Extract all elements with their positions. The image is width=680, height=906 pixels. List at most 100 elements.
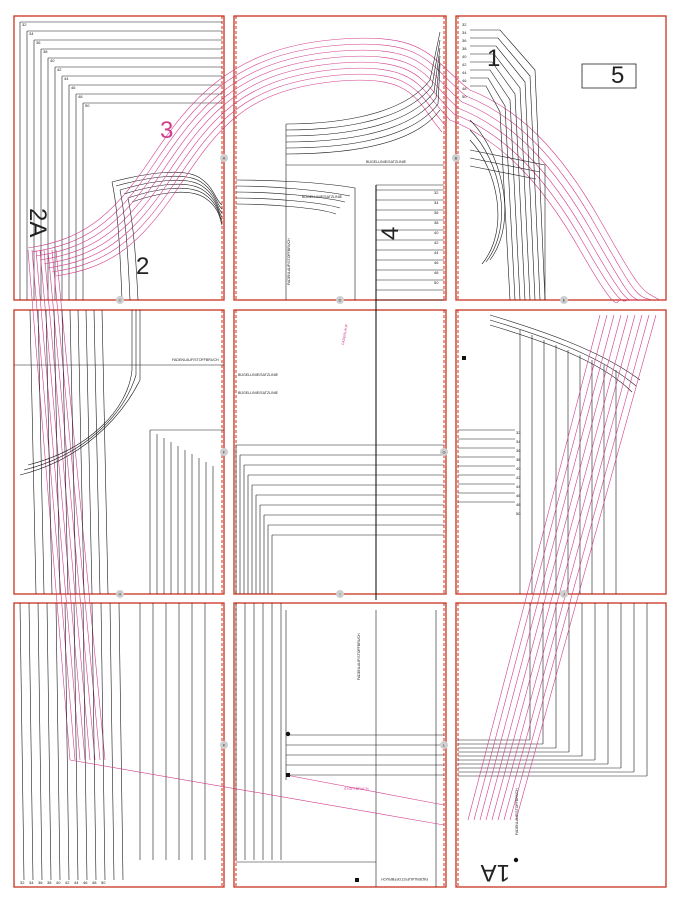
- size-label: 38: [47, 880, 52, 885]
- label-buegel-1: BÜGELLINIE/SATZLINIE: [366, 160, 407, 164]
- panel-letter: A: [223, 156, 226, 161]
- grade-line: [64, 602, 70, 881]
- piece-3-edge: [47, 249, 96, 761]
- grade-line: [54, 66, 222, 300]
- size-label: 34: [29, 31, 34, 36]
- panel-letter: L: [443, 743, 446, 748]
- piece-3-edge: [27, 249, 71, 761]
- panel-letter: F: [223, 450, 226, 455]
- size-label: 44: [64, 76, 69, 81]
- piece-number-3: 3: [160, 117, 173, 144]
- size-label: 46: [516, 493, 521, 498]
- size-label: 38: [462, 46, 467, 51]
- size-label: 40: [50, 58, 55, 63]
- size-label: 48: [434, 270, 439, 275]
- size-label: 34: [516, 439, 521, 444]
- piece-3-edge: [31, 249, 76, 761]
- grade-line: [19, 21, 222, 300]
- piece-1-lines: [469, 29, 546, 301]
- size-label: 32: [516, 430, 521, 435]
- piece-3-edge: [43, 249, 91, 761]
- panel-marker: [440, 448, 448, 456]
- piece-1A-edge: [467, 314, 601, 821]
- size-label: 44: [74, 880, 79, 885]
- piece-1A-edge: [473, 314, 608, 821]
- panel-letter: E: [563, 298, 566, 303]
- piece-number-1: 1: [487, 45, 500, 72]
- panel-2-2: [233, 309, 447, 595]
- size-label: 46: [83, 880, 88, 885]
- size-label: 40: [462, 54, 467, 59]
- grade-line: [46, 602, 52, 881]
- size-label: 48: [78, 94, 83, 99]
- size-label: 34: [434, 200, 439, 205]
- panel-marker: [220, 741, 228, 749]
- label-fadenlauf-4: FADENLAUF/STOFFBRUCH: [515, 788, 519, 835]
- match-square: [286, 773, 290, 777]
- label-buegel-4: BÜGELLINIE/SATZLINIE: [238, 391, 279, 395]
- panel-marker: [116, 590, 124, 598]
- panel-letter: G: [442, 450, 445, 455]
- size-label: 42: [462, 62, 467, 67]
- label-fadenlauf-mag: FADENLAUF: [341, 323, 349, 345]
- piece-5-box: [581, 63, 637, 89]
- grade-line: [73, 602, 79, 881]
- size-label: 48: [462, 86, 467, 91]
- panel-marker: [220, 154, 228, 162]
- size-label: 44: [462, 70, 467, 75]
- grade-line: [75, 93, 222, 300]
- grade-line: [40, 48, 222, 300]
- grade-line: [61, 309, 69, 595]
- panel-1-2: [233, 15, 447, 301]
- size-label: 32: [434, 190, 439, 195]
- piece-4-ticks: [376, 189, 444, 301]
- size-label: 46: [434, 260, 439, 265]
- panel-3-1: [13, 602, 225, 888]
- panel-marker: [560, 296, 568, 304]
- piece-1-lower: [29, 309, 641, 595]
- size-label: 42: [434, 240, 439, 245]
- panel-letter: J: [563, 592, 565, 597]
- piece-1A-edge: [515, 314, 657, 821]
- panel-2-3: [455, 309, 667, 595]
- piece-1A-edge: [509, 314, 650, 821]
- piece-3-curves: [27, 37, 661, 303]
- grade-line: [19, 602, 25, 881]
- piece-number-2A: 2A: [24, 208, 51, 237]
- fold-labels: FADENLAUF/STOFFBRUCH FADENLAUF/STOFFBRUC…: [172, 160, 519, 881]
- grade-line: [109, 602, 115, 881]
- size-label: 46: [71, 85, 76, 90]
- piece-number-1A: 1A: [481, 859, 510, 886]
- piece-1A-edge: [491, 314, 629, 821]
- panel-2-1: [13, 309, 225, 595]
- panel-marker: [440, 741, 448, 749]
- piece-1A-edge: [479, 314, 615, 821]
- piece-3-edge: [51, 249, 101, 761]
- label-stoffbruch-mag: STOFFBRUCH: [344, 787, 369, 791]
- panel-letter: I: [339, 592, 340, 597]
- grade-line: [91, 602, 97, 881]
- size-label: 38: [516, 457, 521, 462]
- size-label: 32: [22, 22, 27, 27]
- panel-marker: [336, 590, 344, 598]
- piece-1A-diagonals: [467, 314, 657, 821]
- bottom-lines: [19, 602, 648, 881]
- piece-2-lines: [19, 21, 222, 300]
- size-label: 42: [65, 880, 70, 885]
- panel-letter: K: [223, 743, 226, 748]
- panel-marker: [452, 154, 460, 162]
- size-label: 48: [516, 502, 521, 507]
- match-square: [462, 356, 466, 360]
- piece-labels: 1 2 2A 3 4 1A 5: [24, 45, 637, 886]
- match-points: [285, 356, 519, 882]
- label-buegel-2: BÜGELLINIE/SATZLINIE: [302, 195, 343, 199]
- panel-marker: [560, 590, 568, 598]
- size-label: 50: [462, 94, 467, 99]
- grade-line: [85, 309, 93, 595]
- grade-line: [47, 57, 222, 300]
- label-fadenlauf-5: FADENLAUF/STOFFBRUCH: [381, 877, 428, 881]
- size-label: 32: [462, 22, 467, 27]
- match-dot: [513, 857, 519, 863]
